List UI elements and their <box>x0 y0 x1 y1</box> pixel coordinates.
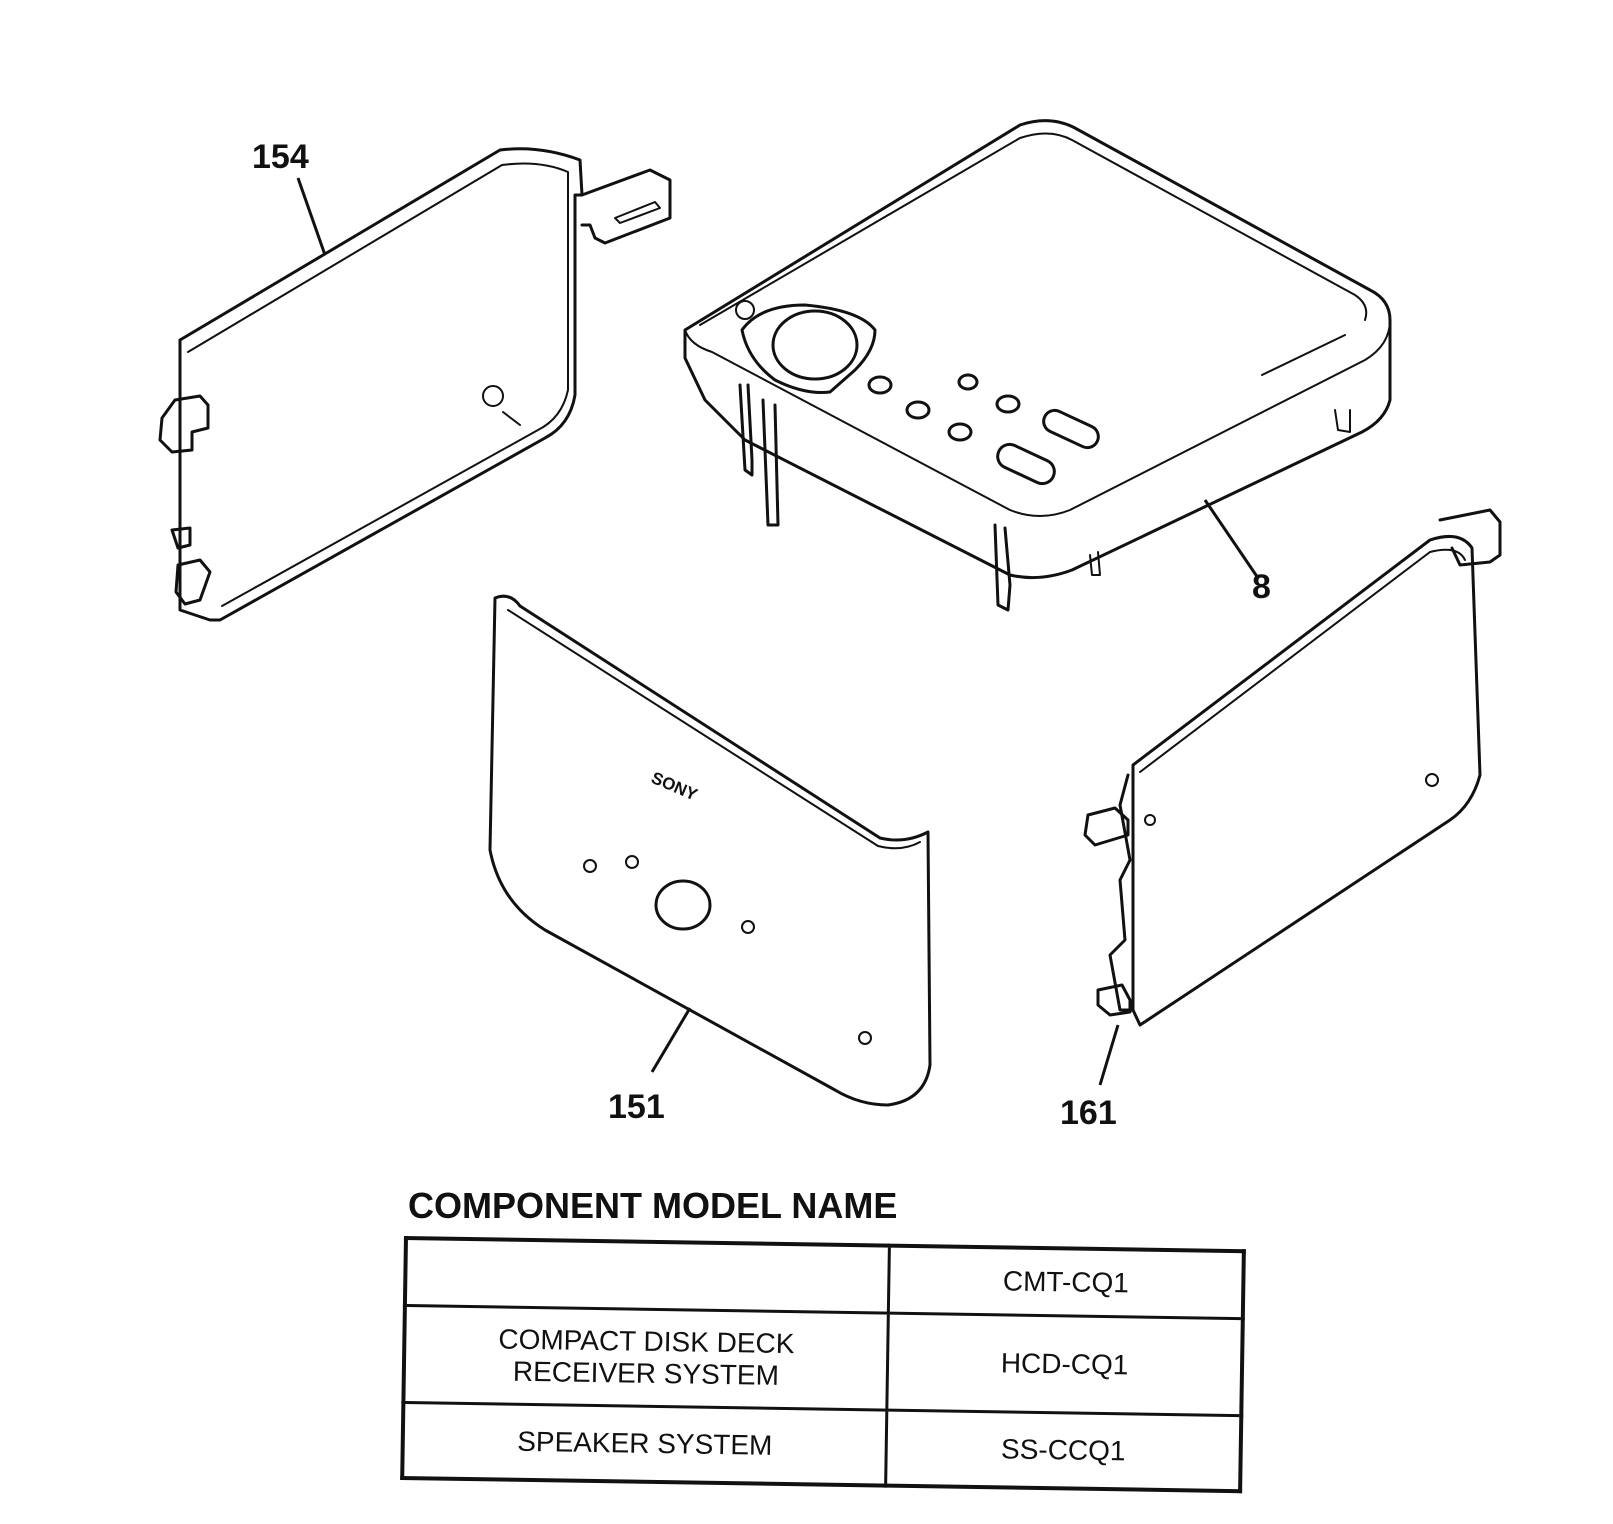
callout-154: 154 <box>252 138 309 176</box>
component-table-title: COMPONENT MODEL NAME <box>408 1185 898 1226</box>
table-cell-description <box>404 1238 890 1314</box>
side-panel-161 <box>1083 508 1502 1027</box>
table-cell-description: COMPACT DISK DECK RECEIVER SYSTEM <box>403 1305 889 1411</box>
component-model-table: CMT-CQ1 COMPACT DISK DECK RECEIVER SYSTE… <box>400 1236 1246 1494</box>
leader-8 <box>1203 499 1260 579</box>
description-line: RECEIVER SYSTEM <box>512 1355 780 1391</box>
table-cell-description: SPEAKER SYSTEM <box>402 1402 887 1486</box>
table-row: COMPACT DISK DECK RECEIVER SYSTEM HCD-CQ… <box>403 1305 1243 1416</box>
table-row: SPEAKER SYSTEM SS-CCQ1 <box>402 1402 1242 1492</box>
leader-154 <box>296 177 327 256</box>
table-cell-model: SS-CCQ1 <box>885 1410 1242 1492</box>
table-cell-model: CMT-CQ1 <box>888 1245 1244 1319</box>
leader-161 <box>1098 1024 1120 1086</box>
leader-151 <box>650 1007 692 1073</box>
callout-8: 8 <box>1252 568 1271 606</box>
sony-logo: SONY <box>648 768 700 805</box>
callout-151: 151 <box>608 1088 665 1126</box>
front-panel-151: SONY <box>488 594 932 1107</box>
top-cover-8 <box>683 119 1392 612</box>
side-panel-154 <box>158 147 672 622</box>
table-cell-model: HCD-CQ1 <box>886 1313 1243 1416</box>
callout-161: 161 <box>1060 1094 1117 1132</box>
